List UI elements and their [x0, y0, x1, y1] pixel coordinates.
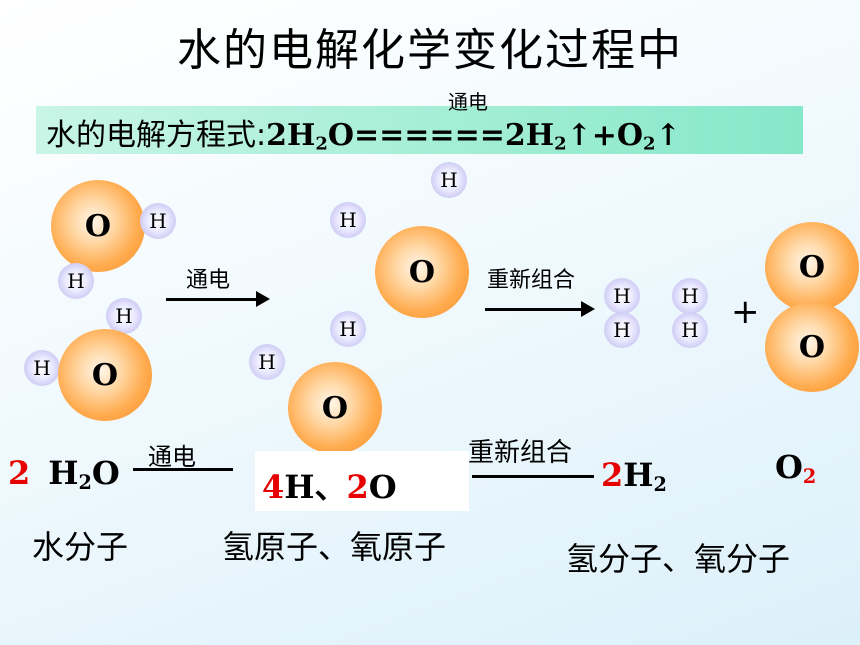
page-title: 水的电解化学变化过程中 — [177, 25, 683, 76]
equation-condition: 通电 — [448, 90, 488, 114]
hydrogen-atom: H — [672, 312, 708, 348]
electrify-arrow — [166, 298, 258, 301]
atoms-formula: 4H、2O — [262, 468, 397, 506]
electrify-label: 通电 — [148, 443, 196, 471]
hydrogen-atom: H — [604, 312, 640, 348]
electrify-arrow-label: 通电 — [186, 268, 231, 293]
electrify-line — [133, 468, 233, 471]
plus-sign: + — [731, 292, 760, 332]
caption-atoms: 氢原子、氧原子 — [222, 528, 447, 566]
hydrogen-atom: H — [330, 202, 366, 238]
oxygen-molecule-formula: O2 — [775, 448, 817, 488]
recombine-line — [472, 475, 594, 478]
oxygen-atom: O — [58, 329, 152, 421]
hydrogen-molecule-formula: 2H2 — [601, 456, 667, 496]
recombine-arrow-label: 重新组合 — [487, 268, 576, 293]
hydrogen-atom: H — [330, 311, 366, 347]
oxygen-atom: O — [288, 362, 382, 454]
hydrogen-atom: H — [431, 162, 467, 198]
hydrogen-atom: H — [604, 278, 640, 314]
hydrogen-atom: H — [249, 344, 285, 380]
oxygen-atom: O — [51, 180, 145, 272]
recombine-label: 重新组合 — [468, 438, 573, 468]
electrolysis-equation: 水的电解方程式:2H2O======2H2↑+O2↑ — [46, 118, 681, 155]
equation-label: 水的电解方程式: — [46, 118, 267, 153]
oxygen-atom: O — [765, 302, 859, 392]
oxygen-atom: O — [765, 222, 859, 312]
equation-banner — [36, 106, 803, 154]
recombine-arrow — [485, 308, 583, 311]
atoms-box — [255, 451, 469, 511]
hydrogen-atom: H — [58, 263, 94, 299]
oxygen-atom: O — [375, 226, 469, 318]
caption-water-molecule: 水分子 — [32, 528, 129, 566]
hydrogen-atom: H — [672, 278, 708, 314]
hydrogen-atom: H — [24, 350, 60, 386]
arrow-head-icon — [581, 301, 595, 317]
arrow-head-icon — [256, 291, 270, 307]
hydrogen-atom: H — [140, 203, 176, 239]
hydrogen-atom: H — [106, 298, 142, 334]
caption-molecules: 氢分子、氧分子 — [566, 540, 791, 578]
